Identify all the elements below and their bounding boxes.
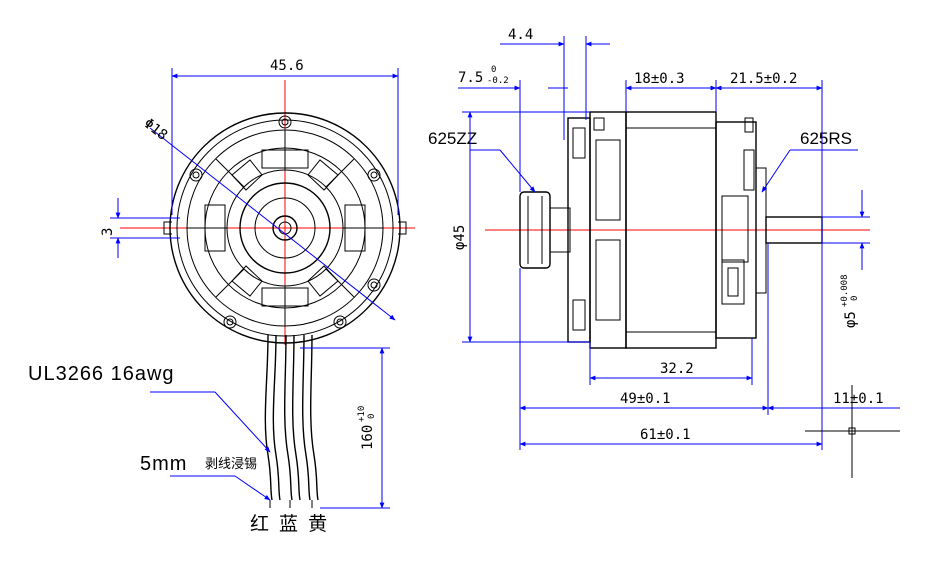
dim-4-4: 4.4	[508, 27, 533, 43]
dim-dia-5: φ5	[843, 311, 859, 328]
dim-160-upper: +10	[357, 406, 367, 422]
dim-49: 49±0.1	[620, 391, 671, 407]
dim-11: 11±0.1	[833, 391, 884, 407]
dim-dia-18: Φ18	[141, 116, 171, 144]
dim-61: 61±0.1	[640, 427, 691, 443]
rear-bearing-label: 625RS	[800, 129, 852, 148]
dim-offset-3: 3	[100, 228, 116, 236]
front-view: 45.6 Φ18 3 160 +10 0 UL3266 16awg 5mm 剥线…	[28, 58, 415, 535]
dim-45-6: 45.6	[270, 58, 304, 74]
strip-note-cn: 剥线浸锡	[205, 457, 257, 472]
shaft-hub	[272, 215, 298, 241]
side-view: 625ZZ 625RS φ45 4.4 7.5 0 -0.2 18±0.3 21…	[428, 27, 900, 478]
dim-dia-5-lower: 0	[850, 296, 860, 301]
rotor-circle	[239, 182, 331, 274]
front-bearing-label: 625ZZ	[428, 129, 477, 148]
strip-length-label: 5mm	[140, 453, 187, 475]
dim-dia-45: φ45	[452, 225, 468, 250]
dim-7-5-lower: -0.2	[487, 76, 509, 86]
wire-type-label: UL3266 16awg	[28, 363, 175, 385]
dim-dia-5-upper: +0.008	[840, 274, 850, 307]
dim-21-5: 21.5±0.2	[730, 71, 797, 87]
dim-line-dia-18	[149, 127, 396, 321]
lead-wires	[264, 334, 319, 501]
reference-crosshair	[805, 385, 900, 478]
wire-colors-label: 红 蓝 黄	[250, 513, 329, 535]
dim-160: 160	[360, 425, 376, 450]
dim-18: 18±0.3	[634, 71, 685, 87]
dim-32-2: 32.2	[660, 361, 694, 377]
dim-160-lower: 0	[367, 414, 377, 419]
housing-outer	[169, 112, 401, 344]
dim-7-5-upper: 0	[491, 65, 496, 75]
mounting-holes	[189, 115, 381, 329]
dim-7-5: 7.5	[458, 70, 483, 86]
